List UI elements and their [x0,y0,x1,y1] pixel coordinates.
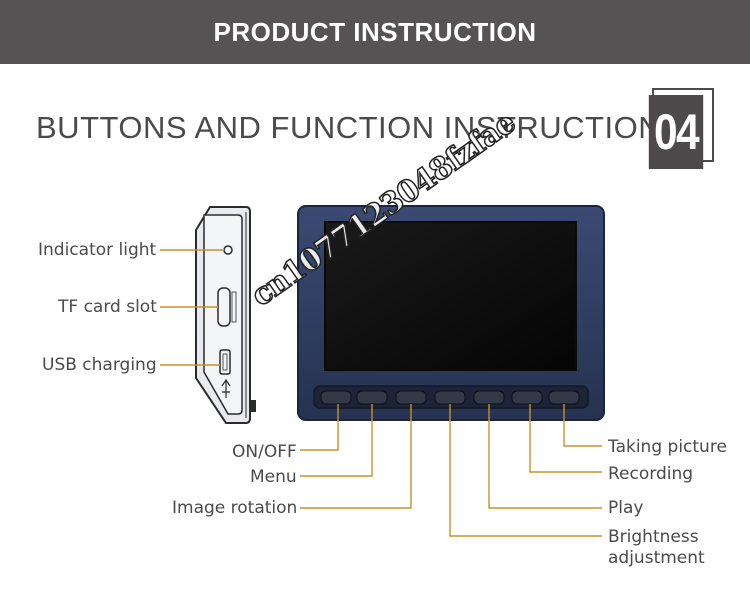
play-label: Play [608,498,644,518]
menu-button [356,390,388,405]
recording-button [511,390,543,405]
device-side-view [195,206,256,424]
taking-picture-button [548,390,580,405]
section-title: BUTTONS AND FUNCTION INSTRUCTION [36,110,662,145]
section-number-badge: 04 [648,95,704,169]
brightness-button [434,390,466,405]
usb-port-icon [219,349,231,375]
header-banner: PRODUCT INSTRUCTION [0,0,750,64]
image-rotation-label: Image rotation [172,498,298,518]
indicator-light-label: Indicator light [38,240,157,260]
header-title: PRODUCT INSTRUCTION [213,16,537,47]
brightness-label: Brightness adjustment [608,527,705,568]
device-screen [324,221,577,371]
device-front-view [297,205,605,421]
play-button [473,390,505,405]
usb-charging-label: USB charging [42,355,157,375]
taking-picture-label: Taking picture [608,437,727,457]
recording-label: Recording [608,464,694,484]
on-off-label: ON/OFF [232,442,297,462]
tf-card-slot-label: TF card slot [58,297,157,317]
on-off-button [320,390,352,405]
usb-symbol-icon [221,378,231,398]
leader-lines [160,249,602,537]
menu-label: Menu [250,467,297,487]
image-rotation-button [395,390,427,405]
